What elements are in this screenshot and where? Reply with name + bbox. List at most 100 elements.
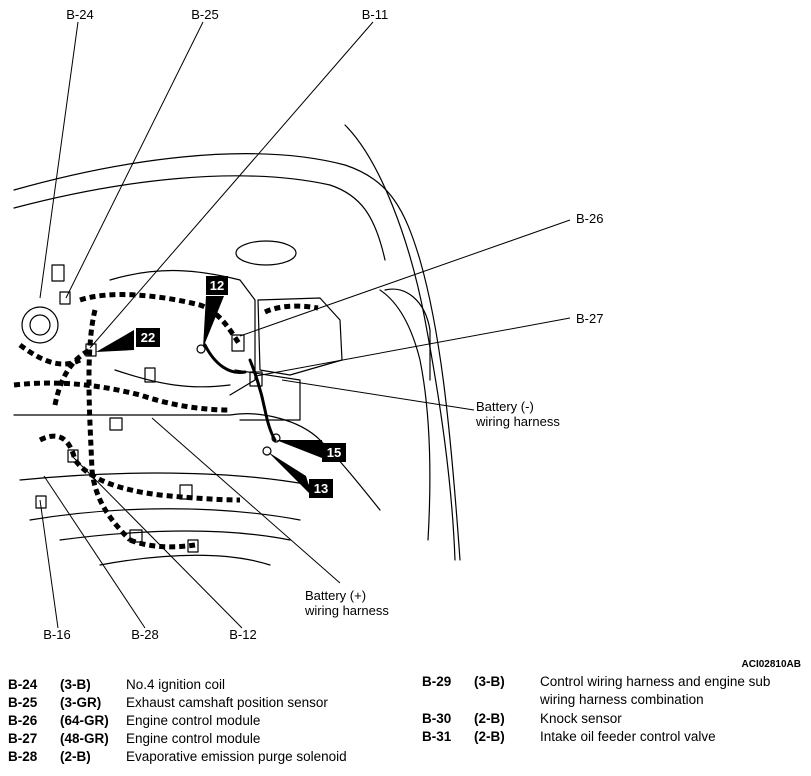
legend-description: Exhaust camshaft position sensor	[126, 695, 328, 710]
legend-code: B-25	[8, 695, 38, 710]
pointer-13	[268, 452, 312, 496]
fender-outline	[344, 124, 456, 561]
fender-inner-outline	[379, 289, 431, 541]
legend-code: B-30	[422, 711, 452, 726]
harness-ecm-top	[263, 303, 319, 315]
legend-row-b29-cont: wiring harness combination	[422, 691, 807, 709]
connector-sensor-e	[187, 539, 199, 553]
legend-row-b29: B-29 (3-B) Control wiring harness and en…	[422, 673, 807, 691]
harness-lower-right	[129, 537, 196, 550]
badge-12-box	[206, 276, 228, 295]
connector-sensor-c	[179, 484, 193, 500]
legend-description: Intake oil feeder control valve	[540, 729, 716, 744]
strut-tower-outline	[384, 288, 431, 381]
front-panel-line-1	[29, 508, 301, 521]
ground-terminal-13	[262, 446, 272, 456]
callout-b12-bottom: B-12	[229, 627, 257, 642]
badge-15-box	[322, 443, 346, 462]
legend-code: B-29	[422, 674, 452, 689]
callout-b25-top: B-25	[191, 7, 219, 22]
legend-description: Engine control module	[126, 713, 261, 728]
harness-left-loop	[18, 342, 82, 367]
oil-filler-cap	[21, 306, 59, 344]
connector-b25	[59, 291, 71, 305]
connector-b24	[51, 264, 65, 282]
battery-pos-cable	[203, 343, 247, 375]
legend-code: B-31	[422, 729, 452, 744]
leader-b26	[239, 219, 571, 337]
legend-connector: (2-B)	[474, 729, 505, 744]
intake-manifold-outline	[114, 369, 231, 388]
harness-engine-top	[79, 292, 243, 347]
harness-lower-front	[38, 433, 241, 503]
leader-b25	[65, 21, 204, 299]
connector-sensor-b	[144, 367, 156, 383]
badge-22: 22	[141, 330, 155, 345]
legend-connector: (2-B)	[474, 711, 505, 726]
figure-id: ACI02810AB	[741, 659, 801, 670]
legend-code: B-24	[8, 677, 38, 692]
leader-b11	[89, 21, 374, 349]
battery-tray-outline	[234, 369, 301, 421]
battery-neg-harness-line2: wiring harness	[476, 414, 560, 429]
battery-pos-harness-line2: wiring harness	[305, 603, 389, 618]
battery-pos-harness-label: Battery (+) wiring harness	[305, 588, 389, 618]
legend-code: B-27	[8, 731, 38, 746]
legend-connector: (3-B)	[60, 677, 91, 692]
oil-filler-cap-inner	[29, 314, 51, 336]
legend-row-b27: B-27 (48-GR) Engine control module	[8, 730, 408, 748]
connector-sensor-a	[109, 417, 123, 431]
harness-left-branch	[52, 347, 92, 406]
engine-filler-cap	[235, 240, 297, 266]
callout-b28-bottom: B-28	[131, 627, 159, 642]
legend-description: Knock sensor	[540, 711, 622, 726]
callout-b11-top: B-11	[361, 7, 389, 22]
callout-b27-right: B-27	[576, 311, 604, 326]
legend-description: No.4 ignition coil	[126, 677, 226, 692]
connector-b26	[231, 334, 245, 352]
callout-b26-right: B-26	[576, 211, 604, 226]
callout-b24-top: B-24	[66, 7, 94, 22]
crossmember-outline	[19, 472, 311, 486]
badge-15: 15	[327, 445, 341, 460]
legend-right: B-29 (3-B) Control wiring harness and en…	[422, 673, 807, 753]
leader-b28	[43, 475, 146, 629]
connector-sensor-d	[129, 529, 143, 543]
legend-description: Engine control module	[126, 731, 261, 746]
leader-pos-harness	[151, 417, 341, 584]
engine-bay-diagram: 12 22 15 13	[13, 21, 571, 629]
legend-description-cont: wiring harness combination	[540, 692, 704, 707]
front-panel-line-3	[99, 554, 271, 566]
badge-13-box	[309, 479, 333, 498]
harness-left-vertical	[86, 309, 132, 542]
legend-description: Evaporative emission purge solenoid	[126, 749, 347, 764]
connector-b28	[67, 449, 79, 463]
front-panel-line-2	[59, 530, 291, 541]
legend-code: B-28	[8, 749, 38, 764]
leader-b24	[39, 21, 79, 299]
leader-b12	[71, 455, 243, 629]
battery-neg-cable	[248, 358, 277, 442]
ground-terminal-15	[271, 433, 281, 443]
legend-row-b31: B-31 (2-B) Intake oil feeder control val…	[422, 728, 807, 746]
legend-row-b28: B-28 (2-B) Evaporative emission purge so…	[8, 748, 408, 766]
ground-terminal-12	[196, 344, 206, 354]
leader-b27	[255, 317, 571, 377]
legend-connector: (48-GR)	[60, 731, 109, 746]
legend-row-b25: B-25 (3-GR) Exhaust camshaft position se…	[8, 694, 408, 712]
badge-13: 13	[314, 481, 328, 496]
legend-connector: (3-B)	[474, 674, 505, 689]
legend-left: B-24 (3-B) No.4 ignition coil B-25 (3-GR…	[8, 676, 408, 771]
leader-b16	[39, 499, 59, 629]
legend-connector: (3-GR)	[60, 695, 102, 710]
battery-neg-harness-label: Battery (-) wiring harness	[476, 399, 560, 429]
battery-pos-harness-line1: Battery (+)	[305, 588, 367, 603]
badge-22-box	[136, 328, 160, 347]
legend-description: Control wiring harness and engine sub	[540, 674, 771, 689]
ecm-box-outline	[257, 297, 343, 376]
legend-row-b30: B-30 (2-B) Knock sensor	[422, 710, 807, 728]
hood-inner-outline	[13, 175, 386, 261]
engine-cover-outline	[109, 269, 256, 396]
legend-row-b24: B-24 (3-B) No.4 ignition coil	[8, 676, 408, 694]
battery-neg-harness-line1: Battery (-)	[476, 399, 534, 414]
